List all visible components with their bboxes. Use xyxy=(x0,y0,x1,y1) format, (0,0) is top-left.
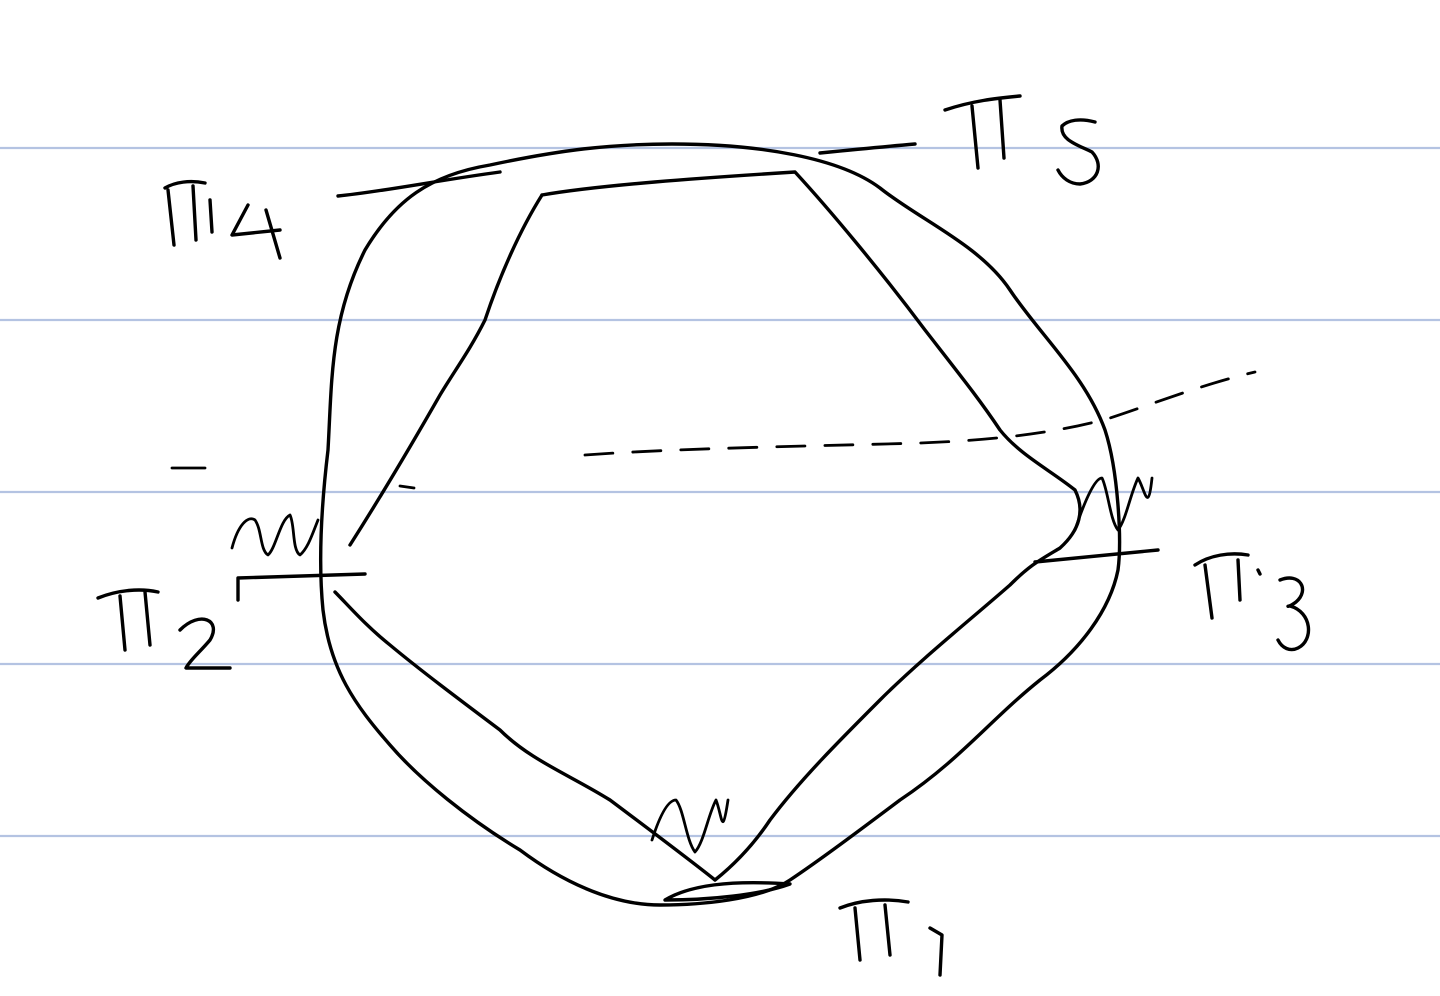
label-pi3-glyph-pi xyxy=(1193,552,1250,620)
label-pi2 xyxy=(96,588,232,670)
dash-mark-mid xyxy=(398,484,416,490)
pi5-level-bar xyxy=(818,142,917,155)
label-pi1-text: π₁ xyxy=(860,921,880,945)
label-pi5-glyph-pi xyxy=(943,94,1022,170)
label-pi4 xyxy=(163,179,282,260)
pi4-level-bar xyxy=(336,170,502,198)
pi1-level-bar xyxy=(663,881,792,902)
label-pi4-text: π₄ xyxy=(180,201,200,225)
pi2-level-bar xyxy=(236,572,367,602)
label-pi1 xyxy=(838,898,944,977)
label-pi3 xyxy=(1193,552,1311,652)
label-pi2-text: π₂ xyxy=(120,611,140,635)
ruled-lines xyxy=(0,146,1440,838)
label-pi5-glyph-5 xyxy=(1056,118,1100,186)
label-pi4-glyph-pi xyxy=(163,179,214,247)
electron-pair-pi2-text: ↑↓ xyxy=(250,521,284,545)
label-pi4-glyph-4 xyxy=(230,203,282,260)
electron-pair-pi2 xyxy=(230,513,320,557)
inner-polygon xyxy=(333,170,1082,882)
label-pi5 xyxy=(943,94,1100,186)
label-pi3-glyph-3 xyxy=(1276,576,1311,652)
label-pi2-glyph-2 xyxy=(178,617,232,670)
label-pi1-glyph-pi xyxy=(838,898,910,962)
label-pi3-text: π₃ xyxy=(1210,581,1230,605)
dashed-reference-line xyxy=(583,370,1257,457)
outer-loop xyxy=(319,142,1122,907)
pi3-level-bar xyxy=(1033,548,1160,564)
electron-pair-pi3-text: ↑↓ xyxy=(1100,491,1134,515)
electron-pair-pi3 xyxy=(1073,476,1154,532)
electron-pair-pi1-text: ↑↓ xyxy=(680,811,714,835)
label-pi1-glyph-1 xyxy=(928,926,944,977)
label-pi2-glyph-pi xyxy=(96,588,160,652)
label-pi3-dot xyxy=(1256,568,1262,576)
electron-pair-pi1 xyxy=(650,798,730,854)
label-pi5-text: π₅ xyxy=(980,121,1000,145)
inner-polygon-left-edge xyxy=(348,193,544,547)
